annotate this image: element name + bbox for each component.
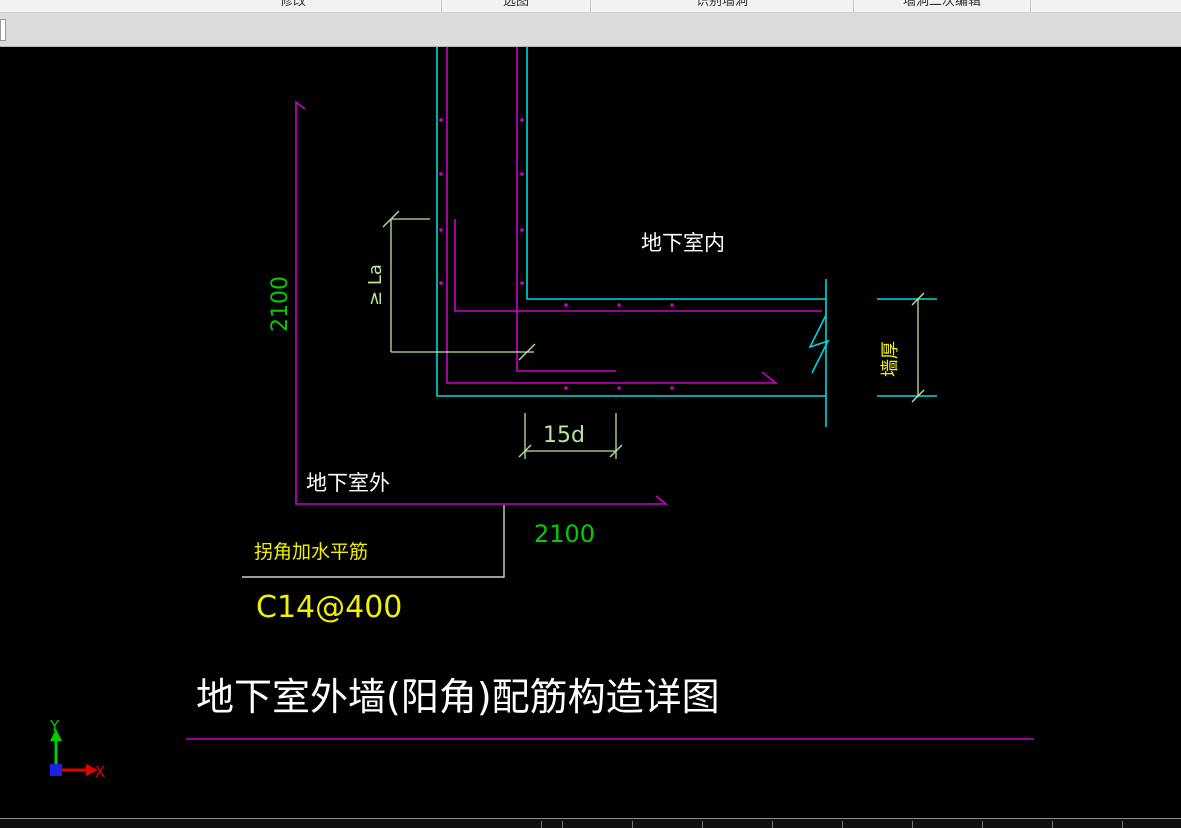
label-basement-outside: 地下室外 — [306, 471, 390, 495]
cad-canvas[interactable]: 地下室内 地下室外 2100 2100 ≥ La 15d 墙厚 拐角加水平筋 C… — [0, 47, 1181, 818]
dim-vertical-2100: 2100 — [268, 276, 293, 332]
dimension-lines — [382, 210, 925, 459]
dim-horizontal-2100: 2100 — [534, 520, 595, 548]
label-corner-rebar: 拐角加水平筋 — [254, 541, 368, 563]
dim-la: ≥ La — [365, 264, 386, 306]
drawing-title: 地下室外墙(阳角)配筋构造详图 — [196, 675, 720, 719]
label-basement-inside: 地下室内 — [641, 231, 725, 255]
rebar-lines — [186, 47, 1034, 740]
axis-y-label: Y — [49, 717, 60, 735]
toolbar — [0, 13, 1181, 47]
axis-x-label: X — [95, 763, 105, 781]
tab-modify[interactable]: 修改 — [279, 0, 306, 9]
concrete-outline — [436, 47, 937, 427]
ribbon-tab-strip: 修改 选图 识别墙洞 墙洞二次编辑 — [0, 0, 1181, 13]
dim-15d: 15d — [543, 423, 585, 448]
label-wall-thickness: 墙厚 — [880, 341, 901, 377]
label-rebar-spec: C14@400 — [256, 590, 402, 625]
tab-wall-opening-edit[interactable]: 墙洞二次编辑 — [902, 0, 981, 9]
ucs-axis-icon: Y X — [49, 717, 105, 781]
leader-line — [242, 505, 505, 578]
tab-select-drawing[interactable]: 选图 — [502, 0, 529, 9]
command-input[interactable] — [0, 19, 6, 41]
status-bar — [0, 818, 1181, 828]
tab-identify-wall-openings[interactable]: 识别墙洞 — [695, 0, 748, 9]
rebar-dots — [439, 118, 674, 390]
